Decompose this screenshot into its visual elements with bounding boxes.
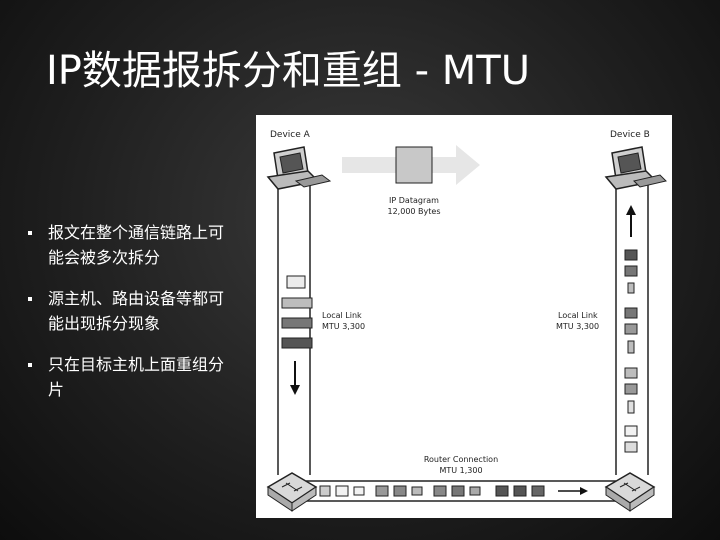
fragment — [627, 340, 635, 354]
router-a-icon — [266, 472, 318, 512]
datagram-label: IP Datagram — [389, 196, 439, 205]
fragment — [495, 485, 509, 497]
bullet-item: 只在目标主机上面重组分片 — [26, 352, 236, 402]
device-b-computer-icon — [604, 146, 667, 190]
fragment — [624, 307, 638, 319]
fragment — [281, 317, 313, 329]
fragment — [375, 485, 389, 497]
fragment — [281, 337, 313, 349]
fragment — [335, 485, 349, 497]
left-link — [277, 185, 311, 475]
fragment — [513, 485, 527, 497]
fragment — [451, 485, 465, 497]
router-b-icon — [604, 472, 656, 512]
fragment — [624, 249, 638, 261]
datagram-arrow-icon — [342, 145, 480, 185]
down-arrow-icon — [290, 361, 300, 395]
bullet-marker — [28, 297, 32, 301]
fragment — [624, 367, 638, 379]
fragment — [433, 485, 447, 497]
fragment — [411, 486, 423, 496]
datagram-size: 12,000 Bytes — [388, 207, 441, 216]
right-fragments — [624, 249, 638, 453]
fragment — [393, 485, 407, 497]
right-link — [615, 185, 649, 475]
up-arrow-icon — [626, 205, 636, 237]
bullet-text: 报文在整个通信链路上可能会被多次拆分 — [48, 223, 225, 267]
fragment — [319, 485, 331, 497]
left-link-mtu: MTU 3,300 — [322, 322, 365, 331]
fragment — [624, 383, 638, 395]
right-arrow-icon — [558, 487, 588, 495]
right-link-mtu: MTU 3,300 — [556, 322, 599, 331]
fragment — [624, 425, 638, 437]
fragment — [353, 486, 365, 496]
router-link — [306, 480, 616, 502]
device-a-label: Device A — [270, 130, 311, 140]
fragment — [286, 275, 306, 289]
router-fragments — [319, 485, 545, 497]
fragment — [469, 486, 481, 496]
fragment — [624, 323, 638, 335]
mtu-diagram: Device A Device B IP Datagram 12,000 Byt… — [256, 115, 672, 518]
slide-title: IP数据报拆分和重组 - MTU — [46, 48, 531, 94]
left-link-label: Local Link — [322, 311, 362, 320]
bullet-list: 报文在整个通信链路上可能会被多次拆分 源主机、路由设备等都可能出现拆分现象 只在… — [26, 220, 236, 418]
bullet-marker — [28, 231, 32, 235]
device-a-computer-icon — [266, 146, 332, 190]
bullet-item: 源主机、路由设备等都可能出现拆分现象 — [26, 286, 236, 336]
fragment — [531, 485, 545, 497]
router-mtu: MTU 1,300 — [439, 466, 482, 475]
bullet-item: 报文在整个通信链路上可能会被多次拆分 — [26, 220, 236, 270]
right-link-label: Local Link — [558, 311, 598, 320]
bullet-marker — [28, 363, 32, 367]
fragment — [624, 441, 638, 453]
router-label: Router Connection — [424, 455, 498, 464]
bullet-text: 源主机、路由设备等都可能出现拆分现象 — [48, 289, 225, 333]
bullet-text: 只在目标主机上面重组分片 — [48, 355, 225, 399]
fragment — [281, 297, 313, 309]
fragment — [627, 400, 635, 414]
fragment — [624, 265, 638, 277]
fragment — [627, 282, 635, 294]
left-fragments — [281, 275, 313, 349]
device-b-label: Device B — [610, 130, 650, 140]
